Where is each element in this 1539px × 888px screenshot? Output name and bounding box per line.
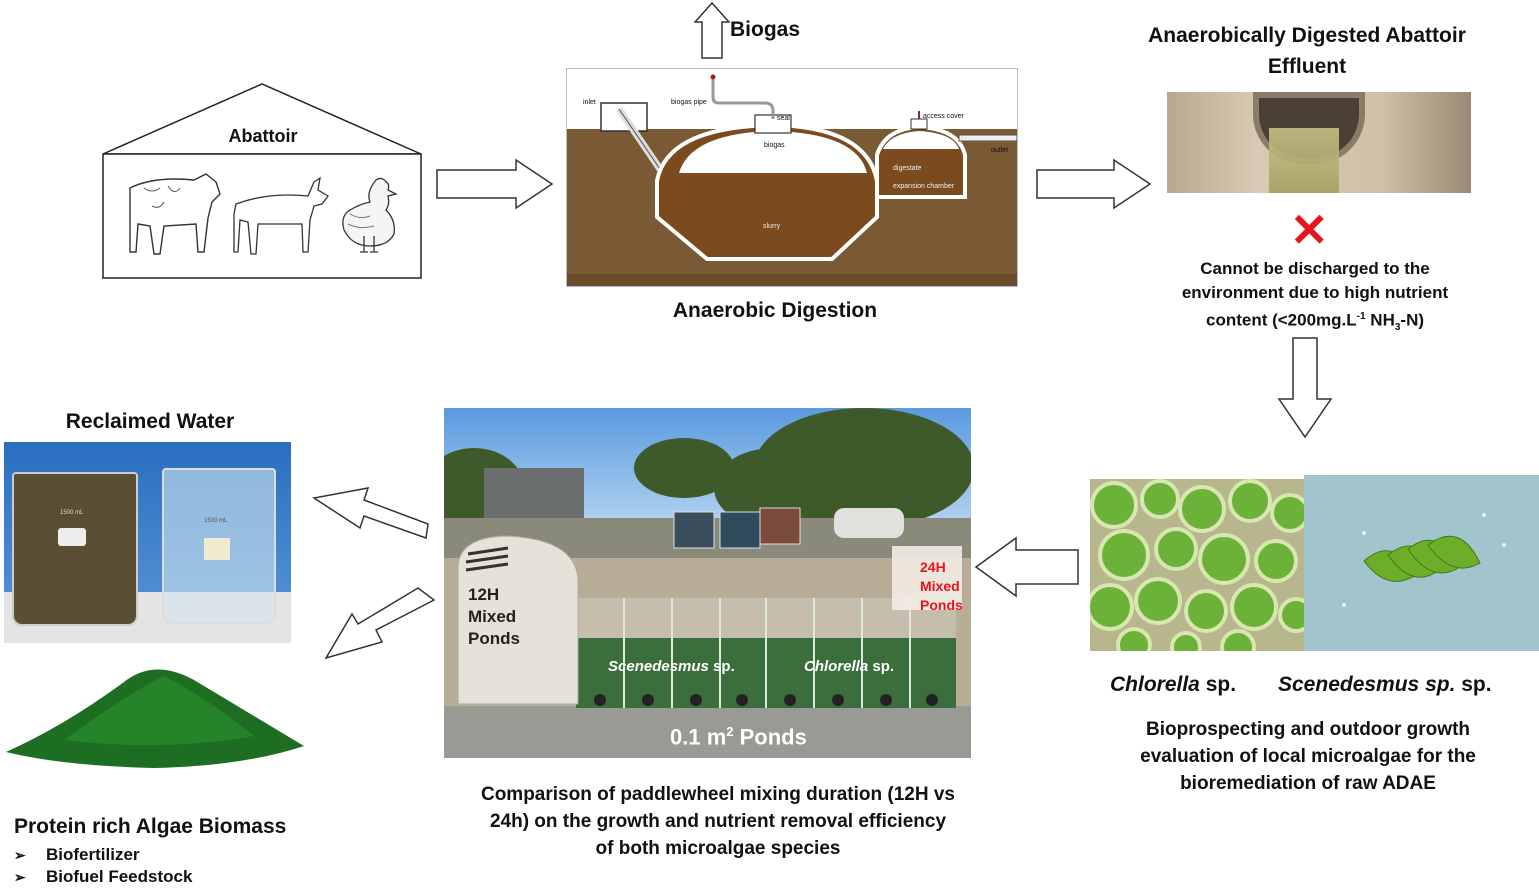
arrow-to-biomass	[324, 587, 436, 660]
bioprospecting-text: Bioprospecting and outdoor growth evalua…	[1106, 716, 1510, 797]
bioprospecting-line2: evaluation of local microalgae for the	[1140, 746, 1476, 767]
scenedesmus-species-label: Scenedesmus sp. sp.	[1278, 673, 1492, 697]
goat-icon	[233, 176, 329, 255]
biomass-title: Protein rich Algae Biomass	[14, 815, 287, 838]
scenedesmus-micrograph	[1304, 475, 1539, 651]
algae-biomass-photo	[4, 656, 310, 806]
beaker-reclaimed: 1500 mL	[162, 468, 276, 624]
bioprospecting-line3: bioremediation of raw ADAE	[1180, 773, 1436, 794]
bioprospecting-line1: Bioprospecting and outdoor growth	[1145, 719, 1471, 740]
label-12h-mixed-ponds: 12H Mixed Ponds	[468, 584, 520, 650]
chlorella-pond-label: Chlorella sp.	[804, 658, 894, 675]
chlorella-name: Chlorella	[1110, 673, 1200, 696]
list-item: ➢ Biofuel Feedstock	[14, 866, 192, 888]
biomass-use-biofuel: Biofuel Feedstock	[46, 867, 193, 886]
chlorella-pond-sp: sp.	[872, 658, 895, 675]
warning-line3-mid: NH	[1365, 310, 1395, 330]
biomass-uses-list: ➢ Biofertilizer ➢ Biofuel Feedstock	[14, 844, 192, 888]
pond-area-sup: 2	[726, 724, 734, 739]
chlorella-pond-name: Chlorella	[804, 658, 869, 675]
access-cover-label: access cover	[923, 113, 964, 120]
effluent-title: Anaerobically Digested Abattoir Effluent	[1110, 20, 1504, 82]
ponds-caption-line1: Comparison of paddlewheel mixing duratio…	[480, 784, 956, 805]
pond-area-pre: 0.1 m	[670, 724, 727, 750]
slurry-label: slurry	[763, 223, 781, 230]
reclaimed-water-title: Reclaimed Water	[65, 410, 235, 433]
effluent-pipe-photo	[1167, 92, 1471, 193]
digester-diagram: inlet biogas pipe seal biogas access cov…	[566, 68, 1018, 287]
effluent-title-line1: Anaerobically Digested Abattoir	[1148, 24, 1466, 47]
label-12h-line3: Ponds	[468, 629, 520, 648]
arrow-bullet-icon: ➢	[14, 847, 26, 863]
biogas-up-arrow	[694, 2, 730, 59]
warning-line1: Cannot be discharged to the	[1200, 259, 1430, 278]
chlorella-micrograph	[1090, 479, 1304, 651]
label-24h-line2: Mixed	[920, 578, 960, 594]
biogas-chamber-label: biogas	[764, 142, 785, 149]
chlorella-species-label: Chlorella sp.	[1110, 673, 1236, 697]
warning-line3: content (<200mg.L-1 NH3-N)	[1150, 305, 1480, 340]
label-24h-line3: Ponds	[920, 597, 963, 613]
seal-label: seal	[777, 115, 790, 122]
arrow-to-digester	[436, 158, 554, 210]
arrow-to-effluent	[1036, 158, 1152, 210]
chlorella-sp: sp.	[1199, 673, 1237, 696]
warning-line2: environment due to high nutrient	[1181, 283, 1449, 302]
arrow-bullet-icon: ➢	[14, 869, 26, 885]
label-24h-line1: 24H	[920, 559, 946, 575]
cow-icon	[129, 173, 221, 255]
label-12h-line2: Mixed	[468, 607, 517, 626]
outlet-label: outlet	[991, 147, 1009, 154]
inlet-label: inlet	[583, 99, 596, 106]
label-12h-line1: 12H	[468, 585, 500, 604]
pond-area-label: 0.1 m2 Ponds	[670, 724, 807, 750]
biomass-use-biofertilizer: Biofertilizer	[46, 845, 140, 864]
discharge-warning: Cannot be discharged to the environment …	[1150, 257, 1480, 340]
beaker-raw-effluent: 1500 mL	[12, 472, 138, 626]
scenedesmus-pond-name: Scenedesmus	[608, 658, 709, 675]
ponds-caption-line3: of both microalgae species	[595, 838, 841, 859]
scenedesmus-name: Scenedesmus sp.	[1278, 673, 1456, 696]
warning-line3-sub: 3	[1394, 322, 1401, 334]
scenedesmus-sp: sp.	[1455, 673, 1492, 696]
digestate-label: digestate	[893, 165, 922, 172]
scenedesmus-pond-label: Scenedesmus sp.	[608, 658, 735, 675]
ponds-caption-line2: 24h) on the growth and nutrient removal …	[489, 811, 947, 832]
arrow-to-microalgae	[1277, 337, 1333, 439]
biogas-label: Biogas	[730, 18, 801, 41]
abattoir-title: Abattoir	[228, 126, 298, 146]
arrow-to-reclaimed-water	[312, 487, 429, 540]
pond-area-post: Ponds	[733, 724, 807, 750]
arrow-to-ponds	[974, 536, 1079, 598]
ponds-caption: Comparison of paddlewheel mixing duratio…	[452, 781, 984, 862]
list-item: ➢ Biofertilizer	[14, 844, 192, 866]
anaerobic-digestion-caption: Anaerobic Digestion	[672, 299, 878, 322]
expansion-chamber-label: expansion chamber	[893, 183, 955, 190]
warning-line3-post: -N)	[1400, 310, 1425, 330]
chicken-icon	[342, 177, 398, 253]
cannot-discharge-x-icon: ✕	[1290, 204, 1329, 256]
warning-line3-sup: -1	[1356, 311, 1366, 322]
reclaimed-water-photo: 1500 mL 1500 mL	[4, 442, 291, 643]
beaker1-label: 1500 mL	[60, 510, 84, 516]
biogas-pipe-label: biogas pipe	[671, 99, 707, 106]
ponds-photo: 12H Mixed Ponds 24H Mixed Ponds Scenedes…	[444, 408, 971, 758]
scenedesmus-pond-sp: sp.	[713, 658, 735, 675]
effluent-title-line2: Effluent	[1267, 55, 1347, 78]
warning-line3-pre: content (<200mg.L	[1205, 310, 1357, 330]
label-24h-mixed-ponds: 24H Mixed Ponds	[920, 558, 963, 615]
beaker2-label: 1500 mL	[204, 518, 228, 524]
